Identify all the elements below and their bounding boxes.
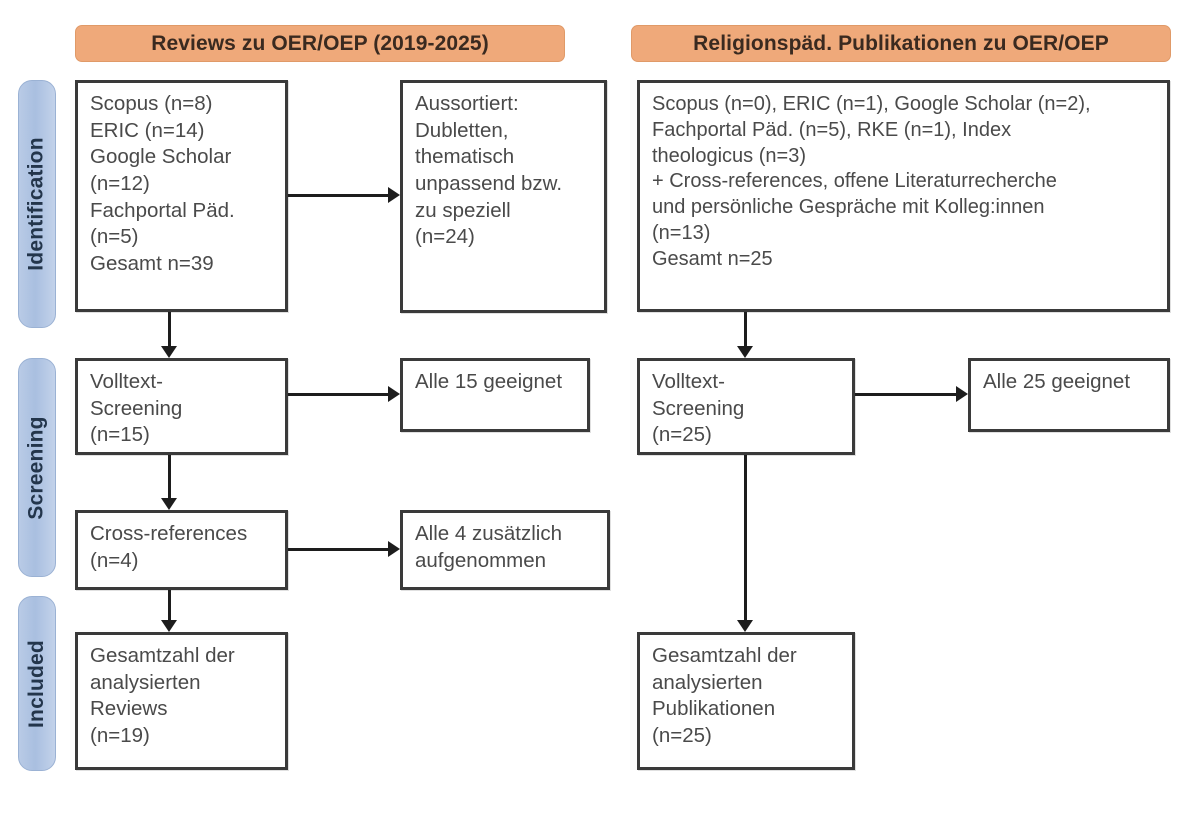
box-left-cross-references-result: Alle 4 zusätzlich aufgenommen [400,510,610,590]
box-left-excluded: Aussortiert: Dubletten, thematisch unpas… [400,80,607,313]
stage-screening-text: Screening [25,415,48,520]
arrowhead-left-sources-to-fulltext [161,346,177,358]
banner-right-column: Religionspäd. Publikationen zu OER/OEP [631,25,1171,62]
box-left-cross-references: Cross-references (n=4) [75,510,288,590]
connector-left-sources-to-fulltext [168,312,171,346]
arrowhead-left-sources-to-excluded [388,187,400,203]
arrowhead-left-crossrefs-to-result [388,541,400,557]
arrowhead-left-crossrefs-to-included [161,620,177,632]
connector-left-crossrefs-to-included [168,590,171,620]
banner-left-label: Reviews zu OER/OEP (2019-2025) [151,31,489,55]
box-right-fulltext-result: Alle 25 geeignet [968,358,1170,432]
stage-label-included: Included [18,596,56,771]
box-right-identification-sources: Scopus (n=0), ERIC (n=1), Google Scholar… [637,80,1170,312]
arrowhead-right-sources-to-fulltext [737,346,753,358]
connector-right-fulltext-to-result [855,393,956,396]
connector-left-fulltext-to-crossrefs [168,455,171,498]
banner-left-column: Reviews zu OER/OEP (2019-2025) [75,25,565,62]
banner-right-label: Religionspäd. Publikationen zu OER/OEP [693,31,1109,55]
arrowhead-right-fulltext-to-included [737,620,753,632]
box-left-fulltext-screening: Volltext- Screening (n=15) [75,358,288,455]
stage-included-text: Included [25,639,49,728]
box-right-fulltext-screening: Volltext- Screening (n=25) [637,358,855,455]
arrowhead-left-fulltext-to-crossrefs [161,498,177,510]
connector-left-crossrefs-to-result [288,548,388,551]
stage-label-screening: Screening [18,358,56,577]
connector-left-sources-to-excluded [288,194,388,197]
box-left-identification-sources: Scopus (n=8) ERIC (n=14) Google Scholar … [75,80,288,312]
box-left-included-total: Gesamtzahl der analysierten Reviews (n=1… [75,632,288,770]
connector-right-sources-to-fulltext [744,312,747,346]
connector-right-fulltext-to-included [744,455,747,620]
connector-left-fulltext-to-result [288,393,388,396]
box-right-included-total: Gesamtzahl der analysierten Publikatione… [637,632,855,770]
stage-identification-text: Identification [25,137,48,271]
box-left-fulltext-result: Alle 15 geeignet [400,358,590,432]
stage-label-identification: Identification [18,80,56,328]
arrowhead-right-fulltext-to-result [956,386,968,402]
arrowhead-left-fulltext-to-result [388,386,400,402]
